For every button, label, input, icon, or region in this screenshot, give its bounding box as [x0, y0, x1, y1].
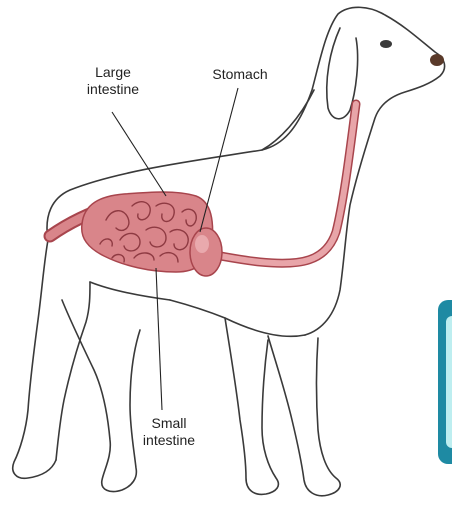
label-small-intestine: Small intestine — [124, 415, 214, 449]
leader-small-intestine — [156, 268, 162, 410]
leader-stomach — [200, 88, 238, 232]
dog-eye-icon — [380, 40, 392, 48]
label-large-intestine-line1: Large — [68, 64, 158, 81]
side-card-inner — [446, 316, 452, 448]
dog-nose-icon — [430, 54, 444, 66]
label-large-intestine: Large intestine — [68, 64, 158, 98]
label-stomach-text: Stomach — [195, 66, 285, 83]
dog-face — [380, 40, 444, 66]
leader-large-intestine — [112, 112, 166, 196]
label-small-intestine-line2: intestine — [124, 432, 214, 449]
stomach-organ — [190, 228, 222, 276]
label-stomach: Stomach — [195, 66, 285, 83]
label-small-intestine-line1: Small — [124, 415, 214, 432]
label-large-intestine-line2: intestine — [68, 81, 158, 98]
